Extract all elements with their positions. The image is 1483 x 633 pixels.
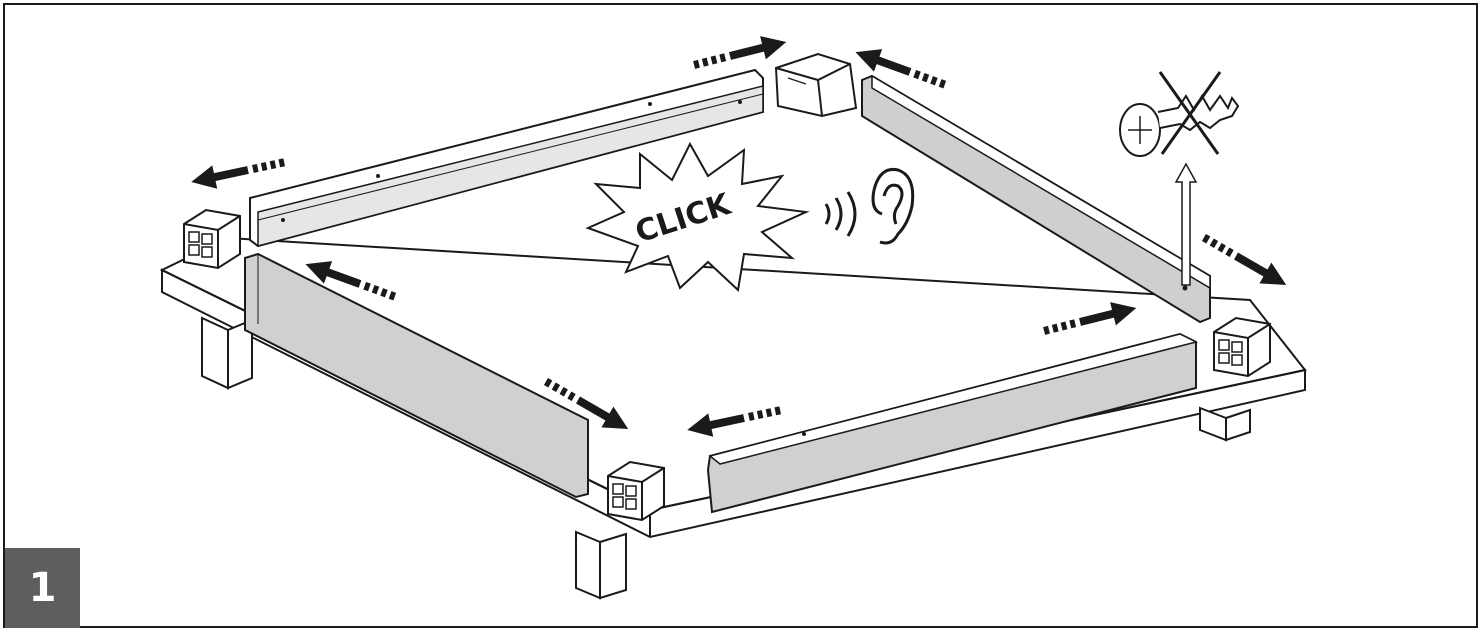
ear-icon (871, 167, 915, 245)
step-number-badge: 1 (5, 548, 80, 628)
corner-block-front (607, 461, 665, 521)
corner-block-right (1213, 317, 1271, 377)
arrow-icon (691, 30, 790, 77)
screw-icon (1119, 93, 1240, 157)
cross-out-icon (1158, 71, 1222, 155)
corner-block-left (183, 209, 241, 269)
click-burst: CLICK (585, 141, 810, 293)
up-arrow-outline-icon (1174, 162, 1198, 286)
sound-waves (824, 191, 857, 237)
rail-front-left (244, 252, 589, 499)
rail-back-left (249, 68, 764, 248)
corner-block-back (774, 52, 858, 118)
legs (201, 316, 1251, 600)
arrow-icon (188, 150, 287, 194)
arrow-icon (1197, 227, 1293, 296)
rail-back-right (861, 74, 1211, 324)
rail-front-right (706, 332, 1199, 514)
